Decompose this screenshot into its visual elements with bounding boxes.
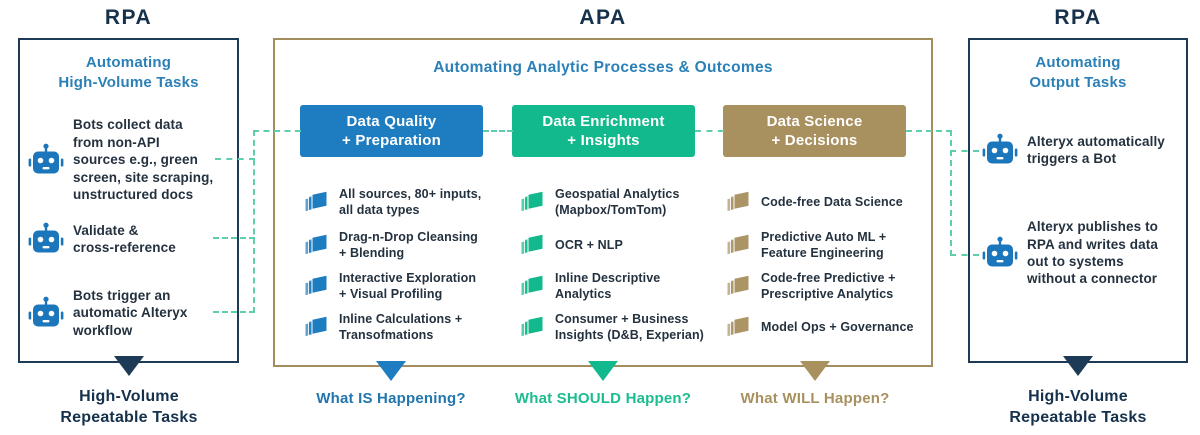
layers-icon [726, 232, 750, 258]
item-text: OCR + NLP [555, 238, 623, 252]
right-panel-box [968, 38, 1188, 363]
header-data-quality: Data Quality + Preparation [300, 105, 483, 157]
connector-line [906, 130, 952, 132]
robot-icon [982, 236, 1018, 270]
item-text: Code-free Predictive + Prescriptive Anal… [761, 271, 896, 301]
layers-icon [726, 314, 750, 340]
item-text: Bots collect data from non-API sources e… [73, 117, 214, 203]
apa-item: Predictive Auto ML + Feature Engineering [726, 228, 886, 262]
connector-line [483, 130, 513, 132]
layers-icon [520, 314, 544, 340]
apa-panel-title: APA [579, 6, 627, 29]
connector-line [213, 237, 255, 239]
item-text: Predictive Auto ML + Feature Engineering [761, 230, 887, 260]
item-text: Code-free Data Science [761, 195, 903, 209]
down-arrow-icon [800, 361, 830, 381]
down-arrow-icon [1063, 356, 1093, 376]
layers-icon [520, 232, 544, 258]
right-footer-label: High-Volume Repeatable Tasks [1009, 388, 1147, 426]
item-text: Interactive Exploration + Visual Profili… [339, 271, 477, 301]
apa-item: Interactive Exploration + Visual Profili… [304, 269, 476, 303]
layers-icon [520, 189, 544, 215]
layers-icon [520, 273, 544, 299]
layers-icon [304, 189, 328, 215]
robot-icon [28, 222, 64, 256]
apa-item: Geospatial Analytics (Mapbox/TomTom) [520, 185, 680, 219]
apa-item: Inline Calculations + Transofmations [304, 310, 462, 344]
right-panel-title: RPA [1054, 6, 1102, 29]
layers-icon [304, 314, 328, 340]
left-item-validate: Validate & cross-reference [28, 221, 176, 257]
item-text: Validate & cross-reference [73, 222, 176, 255]
what-will-happen-label: What WILL Happen? [740, 390, 890, 407]
item-text: Inline Descriptive Analytics [555, 271, 661, 301]
robot-icon [28, 143, 64, 177]
robot-icon [982, 133, 1018, 167]
connector-line [950, 150, 979, 152]
connector-line [695, 130, 724, 132]
right-item-triggers-bot: Alteryx automatically triggers a Bot [982, 132, 1165, 168]
apa-item: Consumer + Business Insights (D&B, Exper… [520, 310, 704, 344]
right-panel-heading: Automating Output Tasks [1029, 54, 1127, 92]
item-text: Alteryx publishes to RPA and writes data… [1027, 219, 1159, 287]
item-text: Geospatial Analytics (Mapbox/TomTom) [555, 187, 680, 217]
left-panel-title: RPA [104, 6, 153, 29]
item-text: Drag-n-Drop Cleansing + Blending [339, 230, 478, 260]
item-text: Inline Calculations + Transofmations [339, 312, 463, 342]
item-text: Model Ops + Governance [761, 320, 914, 334]
connector-line [215, 158, 255, 160]
item-text: Alteryx automatically triggers a Bot [1027, 133, 1165, 166]
left-panel-heading: Automating High-Volume Tasks [58, 54, 199, 92]
connector-line [213, 311, 255, 313]
connector-line [253, 130, 255, 313]
what-is-happening-label: What IS Happening? [316, 390, 466, 407]
item-text: All sources, 80+ inputs, all data types [339, 187, 482, 217]
down-arrow-icon [588, 361, 618, 381]
apa-item: Inline Descriptive Analytics [520, 269, 660, 303]
apa-item: Drag-n-Drop Cleansing + Blending [304, 228, 478, 262]
apa-item: Code-free Data Science [726, 185, 903, 219]
item-text: Bots trigger an automatic Alteryx workfl… [73, 287, 188, 338]
apa-item: Model Ops + Governance [726, 310, 914, 344]
header-data-enrichment: Data Enrichment + Insights [512, 105, 695, 157]
item-text: Consumer + Business Insights (D&B, Exper… [555, 312, 704, 342]
apa-panel-box [273, 38, 933, 367]
robot-icon [28, 296, 64, 330]
left-footer-label: High-Volume Repeatable Tasks [60, 388, 198, 426]
header-data-science: Data Science + Decisions [723, 105, 906, 157]
down-arrow-icon [114, 356, 144, 376]
connector-line [253, 130, 301, 132]
connector-line [950, 130, 952, 256]
left-item-trigger: Bots trigger an automatic Alteryx workfl… [28, 286, 188, 340]
left-item-collect-data: Bots collect data from non-API sources e… [28, 116, 213, 204]
what-should-happen-label: What SHOULD Happen? [514, 390, 692, 407]
apa-item: OCR + NLP [520, 228, 623, 262]
down-arrow-icon [376, 361, 406, 381]
connector-line [950, 254, 979, 256]
apa-item: Code-free Predictive + Prescriptive Anal… [726, 269, 896, 303]
apa-item: All sources, 80+ inputs, all data types [304, 185, 481, 219]
apa-panel-heading: Automating Analytic Processes & Outcomes [433, 59, 773, 76]
layers-icon [304, 273, 328, 299]
layers-icon [304, 232, 328, 258]
layers-icon [726, 273, 750, 299]
right-item-publishes: Alteryx publishes to RPA and writes data… [982, 216, 1158, 290]
layers-icon [726, 189, 750, 215]
